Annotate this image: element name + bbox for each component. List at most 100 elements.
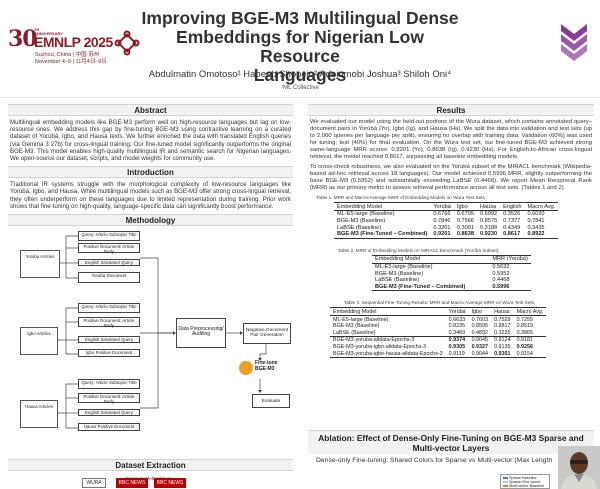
- table-cell: 0.8922: [524, 230, 559, 239]
- hausa-english-query-box: English translated Query: [78, 409, 140, 417]
- bbc-news-logo: BBC NEWS: [116, 478, 148, 488]
- table-cell: 0.4468: [492, 277, 510, 284]
- table-cell: 0.7841: [527, 218, 545, 225]
- introduction-heading: Introduction: [8, 166, 293, 179]
- preprocessing-box: Data Preprocessing/ Auditing: [176, 318, 226, 349]
- table-cell: 0.9119: [445, 350, 469, 358]
- table-cell: BGE-M3 (Baseline): [333, 323, 380, 330]
- legend-swatch: [503, 484, 508, 487]
- table-header: Embedding Model: [372, 254, 469, 264]
- evaluate-box: Evaluate: [252, 394, 290, 409]
- table-cell: 0.9044: [468, 350, 492, 358]
- table-cell: 0.7566: [456, 218, 474, 225]
- table2-caption: Table 2. MRR of Embedding Models on MIRA…: [338, 247, 499, 253]
- table-cell: 0.6020: [527, 211, 545, 218]
- igbo-english-query-box: English translated Query: [78, 336, 140, 344]
- hausa-document-box: Hausa Positive Document: [78, 423, 140, 432]
- table-cell: 0.3865: [516, 329, 534, 336]
- author-list: Abdulmatin Omotoso¹ Habeeb Shopeju² Adej…: [148, 69, 452, 80]
- poster-title: Improving BGE-M3 Multilingual Dense Embe…: [140, 9, 460, 85]
- table-row: BGE-M3 (Fine-Tuned – Combined)0.5996: [372, 283, 531, 292]
- table-header: Macro Avg.: [524, 201, 559, 212]
- diagram-connectors: [58, 235, 267, 429]
- table-cell: 0.7603: [471, 316, 489, 323]
- table-cell: BGE-M3-yoruba-igbo-hausa-alldata-Epochs-…: [330, 350, 446, 358]
- chinese-knot-icon: [114, 30, 140, 56]
- igbo-positive-box: Positive Document: Article Body: [78, 317, 140, 328]
- table-cell: 0.9374: [445, 336, 469, 344]
- table-cell: 0.8817: [494, 323, 511, 330]
- ablation-heading: Ablation: Effect of Dense-Only Fine-Tuni…: [308, 430, 594, 454]
- table-cell: 0.8638: [453, 230, 477, 239]
- table-cell: 0.9045: [468, 336, 492, 344]
- yoruba-positive-box: Positive Document: Article Body: [78, 243, 140, 254]
- yoruba-query-box: Query: Article Subtopic/ Title: [78, 231, 140, 242]
- hausa-articles-node: Hausa Articles: [20, 400, 58, 429]
- table-cell: 0.5952: [492, 270, 510, 277]
- table-cell: 0.6992: [479, 211, 498, 218]
- table-cell: BGE-M3 (Fine-Tuned – Combined): [372, 283, 469, 292]
- methodology-heading: Methodology: [8, 214, 293, 227]
- affiliation: ¹ML Collective: [281, 85, 319, 91]
- table-cell: 0.7529: [494, 316, 511, 323]
- fine-tune-label: Fine-tune BGE-M3: [255, 360, 278, 373]
- dataset-logos: WURA BBC NEWS BBC NEWS: [8, 474, 293, 489]
- table-cell: 0.4349: [503, 224, 521, 231]
- table-row: BGE-M3-yoruba-igbo-hausa-alldata-Epochs-…: [330, 350, 547, 358]
- title-line: Improving BGE-M3 Multilingual Dense: [141, 8, 459, 28]
- table-cell: 0.5632: [492, 263, 510, 270]
- table1: Embedding Model Yorùbá Igbo Hausa Englis…: [334, 201, 559, 239]
- table-cell: BGE-M3 (Baseline): [375, 270, 424, 277]
- results-paragraph-1: We evaluated our model using the held-ou…: [310, 119, 592, 161]
- legend-swatch: [503, 476, 508, 479]
- logo-number: 30: [8, 26, 38, 52]
- table-cell: 0.3201: [433, 224, 451, 231]
- poster-header: 30 TH ANNIVERSARY EMNLP 2025 Suzhou, Chi…: [0, 0, 600, 98]
- table-cell: ML-E5-large (Baseline): [337, 211, 395, 218]
- table-cell: BGE-M3 (Fine-Tuned – Combined): [334, 230, 431, 239]
- hausa-positive-box: Positive Document: Article Body: [78, 393, 140, 404]
- table-cell: 0.9305: [448, 343, 466, 350]
- table-cell: 0.6633: [448, 316, 466, 323]
- table-header: Embedding Model: [330, 307, 446, 317]
- ablation-title-line: Ablation: Effect of Dense-Only Fine-Tuni…: [318, 433, 584, 443]
- table-cell: 0.4892: [471, 329, 489, 336]
- yoruba-document-box: Yoruba Document: [78, 272, 140, 284]
- table-cell: 0.9301: [491, 350, 514, 358]
- table-cell: 0.9230: [476, 230, 501, 239]
- igbo-articles-node: Igbo Articles: [20, 327, 58, 356]
- legend-swatch: [503, 480, 508, 483]
- abstract-heading: Abstract: [8, 104, 293, 116]
- table-row: ML-E5-large (Baseline) 0.5632: [372, 263, 531, 270]
- table-header: Macro Avg.: [513, 307, 547, 317]
- table-cell: 0.7846: [433, 218, 451, 225]
- table-header: Yorùbá: [430, 201, 454, 212]
- table-cell: 0.3188: [479, 224, 498, 231]
- table-cell: LaBSE (Baseline): [337, 224, 382, 231]
- ablation-section: Ablation: Effect of Dense-Only Fine-Tuni…: [308, 430, 594, 464]
- legend-item: Multi-vector Baseline: [503, 484, 547, 488]
- presenter-avatar: [558, 446, 600, 489]
- table-header: Hausa: [476, 201, 501, 212]
- introduction-text: Traditional IR systems struggle with the…: [10, 181, 291, 210]
- table-cell: 0.8235: [448, 323, 466, 330]
- table-cell: 0.3435: [527, 224, 545, 231]
- legend-item: Sparse Baseline: [503, 476, 547, 480]
- table-cell: ML-E5-large (Baseline): [375, 263, 433, 270]
- yoruba-articles-node: Yoruba Articles: [20, 250, 60, 279]
- table2: Embedding Model MRR (Yorùbá) ML-E5-large…: [372, 254, 531, 292]
- methodology-diagram: Yoruba Articles Igbo Articles Hausa Arti…: [8, 228, 293, 489]
- table-cell: 0.8575: [479, 218, 498, 225]
- table-row: BGE-M3 (Baseline) 0.5952: [372, 270, 531, 277]
- table-cell: 0.6766: [433, 211, 451, 218]
- emnlp-logo: 30 TH ANNIVERSARY EMNLP 2025 Suzhou, Chi…: [8, 26, 140, 66]
- legend-item: Sparse Fine-tuned: [503, 480, 547, 484]
- table-cell: 0.7377: [503, 218, 521, 225]
